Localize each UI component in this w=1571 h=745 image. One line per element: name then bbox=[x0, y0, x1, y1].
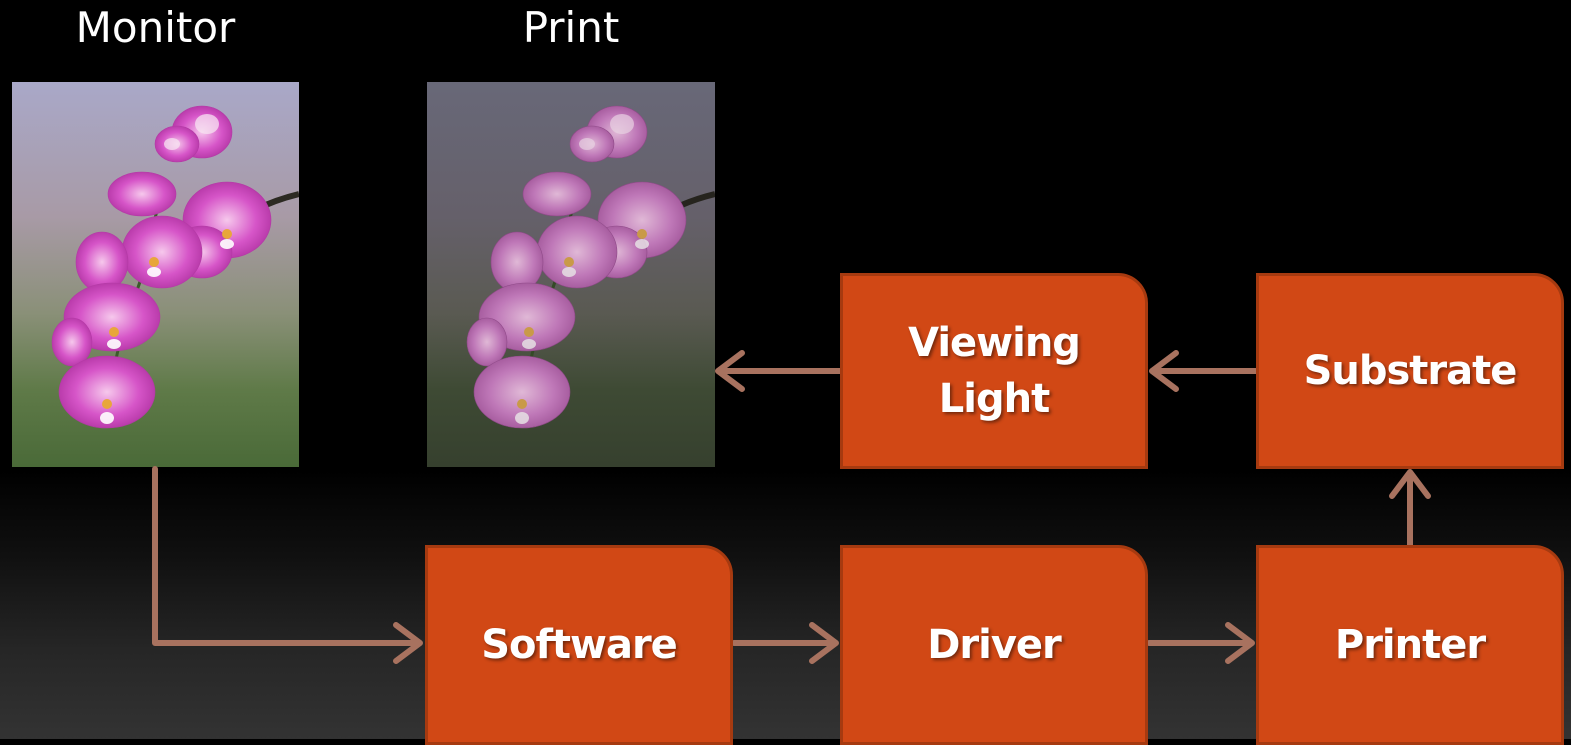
arrow-printer-to-substrate bbox=[1389, 469, 1431, 548]
arrow-software-to-driver bbox=[731, 622, 839, 664]
print-heading: Print bbox=[522, 3, 620, 52]
printer-box: Printer bbox=[1256, 545, 1564, 745]
arrow-driver-to-printer bbox=[1146, 622, 1255, 664]
software-label: Software bbox=[481, 622, 678, 668]
software-box: Software bbox=[425, 545, 733, 745]
substrate-label: Substrate bbox=[1303, 348, 1518, 394]
monitor-heading: Monitor bbox=[75, 3, 236, 52]
arrow-monitor-to-software bbox=[152, 466, 423, 664]
driver-label: Driver bbox=[927, 622, 1062, 668]
monitor-orchid-image bbox=[12, 82, 299, 467]
substrate-box: Substrate bbox=[1256, 273, 1564, 469]
viewing-light-label: Viewing Light bbox=[908, 320, 1081, 422]
printer-label: Printer bbox=[1334, 622, 1486, 668]
viewing-light-box: Viewing Light bbox=[840, 273, 1148, 469]
arrow-viewing-light-to-print bbox=[715, 350, 843, 392]
print-orchid-image bbox=[427, 82, 715, 467]
arrow-substrate-to-viewing-light bbox=[1149, 350, 1259, 392]
driver-box: Driver bbox=[840, 545, 1148, 745]
